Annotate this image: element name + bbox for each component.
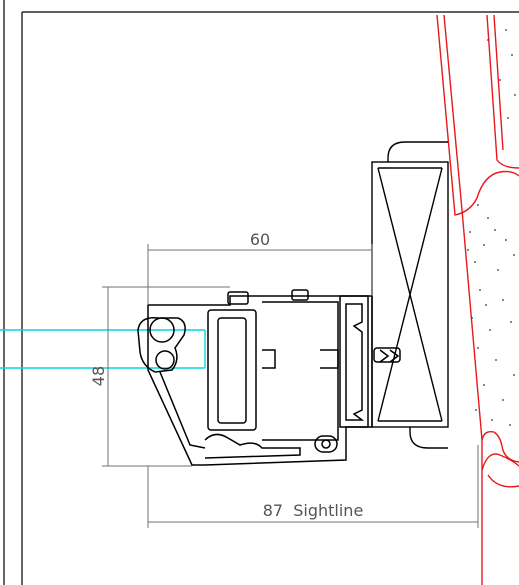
render-speckle bbox=[467, 29, 516, 426]
dimension-lines bbox=[102, 244, 479, 528]
aluminium-profile bbox=[137, 289, 401, 466]
glass-pane bbox=[0, 329, 206, 369]
drawing-border bbox=[3, 0, 519, 585]
timber-subframe bbox=[371, 141, 449, 449]
dimension-label-height: 48 bbox=[89, 366, 108, 386]
dimension-label-sightline: 87 Sightline bbox=[263, 501, 364, 520]
dimension-label-top-width: 60 bbox=[250, 230, 270, 249]
masonry-wall bbox=[436, 14, 519, 585]
